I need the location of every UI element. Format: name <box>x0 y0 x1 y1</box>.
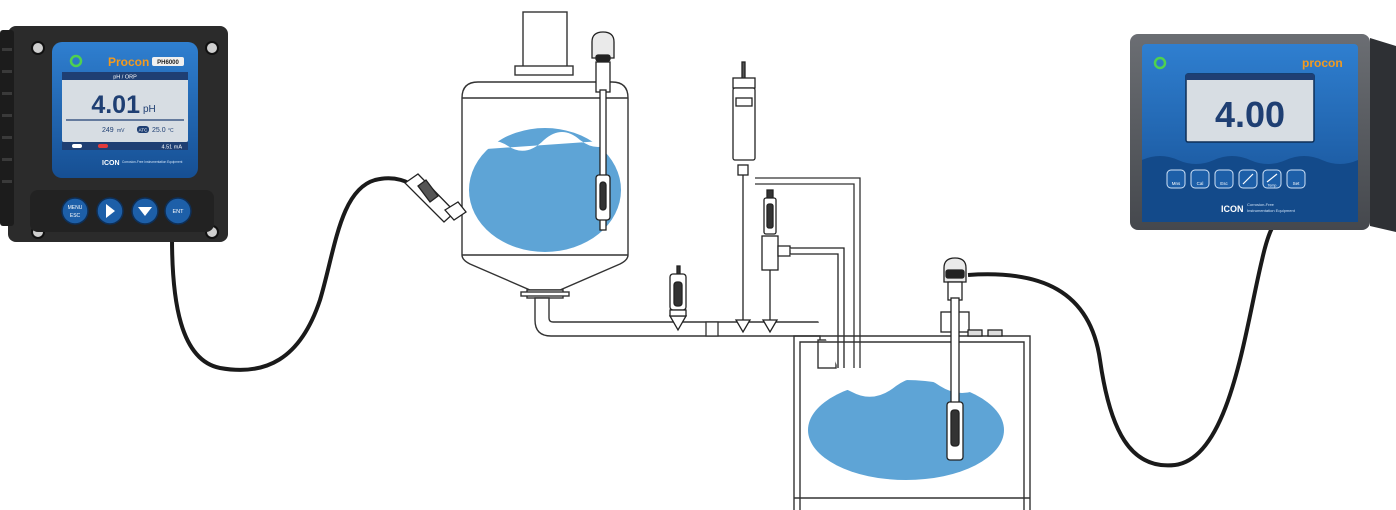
footer-logo: ICON <box>1221 204 1244 214</box>
down-arrow-button[interactable] <box>131 197 159 225</box>
reading-value: 4.01 <box>91 91 140 119</box>
pipe-fitting <box>705 321 719 337</box>
enter-button[interactable]: ENT <box>164 197 192 225</box>
temp-value: 25.0 <box>152 127 166 134</box>
toggle-button[interactable] <box>1238 169 1258 189</box>
model-badge-text: PH6000 <box>157 60 179 66</box>
sample-tubing <box>755 177 861 368</box>
slash-icon <box>1266 173 1278 183</box>
vessel-liquid <box>469 128 621 252</box>
right-meter: procon 4.00 Mns Cal Esc Temp <box>1130 34 1396 232</box>
esc-label: ESC <box>70 213 81 219</box>
reading-unit: pH <box>143 104 156 115</box>
temp-label: Temp <box>1268 184 1277 188</box>
footer-logo: ICON <box>102 160 120 167</box>
enter-label: ENT <box>173 209 185 215</box>
screw-icon <box>31 41 45 55</box>
cal-label: Cal <box>1197 181 1204 186</box>
cal-button[interactable]: Cal <box>1190 169 1210 189</box>
footer-tagline-1: Corrosion-Free <box>1247 202 1275 207</box>
set-button[interactable]: Set <box>1286 169 1306 189</box>
vessel-side-sensor <box>403 173 467 223</box>
tank-ph-sensor <box>940 257 1003 461</box>
menu-label: Mns <box>1172 181 1181 186</box>
process-vessel <box>461 11 629 299</box>
relay1-indicator <box>72 144 82 148</box>
right-arrow-button[interactable] <box>96 197 124 225</box>
set-label: Set <box>1293 181 1301 186</box>
slash-icon <box>1242 173 1254 185</box>
dosing-assembly <box>732 61 756 334</box>
menu-label: MENU <box>68 205 83 211</box>
model-badge <box>152 57 184 66</box>
reading-value: 4.00 <box>1215 94 1285 135</box>
menu-esc-button[interactable]: MENU ESC <box>61 197 89 225</box>
right-arrow-icon <box>106 204 115 218</box>
temp-unit: °C <box>168 128 174 134</box>
mv-value: 249 <box>102 127 114 134</box>
tank-liquid <box>808 380 1004 480</box>
footer-tagline: Corrosion-Free Instrumentation Equipment <box>122 160 183 164</box>
left-cable <box>170 176 417 372</box>
mv-unit: mV <box>117 128 125 134</box>
menu-button[interactable]: Mns <box>1166 169 1186 189</box>
temp-button[interactable]: Temp <box>1262 169 1282 189</box>
brand-logo: Procon <box>108 55 149 69</box>
screw-icon <box>205 41 219 55</box>
mode-label: pH / ORP <box>113 75 137 81</box>
relay2-indicator <box>98 144 108 148</box>
footer-tagline-2: Instrumentation Equipment <box>1247 208 1296 213</box>
atc-label: ATC <box>139 128 148 133</box>
brand-logo: procon <box>1302 56 1343 70</box>
left-meter: Procon PH6000 pH / ORP 4.01 pH 249 mV AT… <box>0 26 228 242</box>
current-output: 4.51 mA <box>162 145 183 151</box>
right-cable <box>967 227 1274 468</box>
lcd-screen <box>62 72 188 142</box>
down-arrow-icon <box>138 207 152 216</box>
flow-cell-sensor <box>761 189 845 368</box>
brand-ring-icon <box>1153 56 1167 70</box>
inline-ph-sensor <box>668 265 688 332</box>
esc-button[interactable]: Esc <box>1214 169 1234 189</box>
brand-ring-icon <box>69 54 83 68</box>
esc-label: Esc <box>1220 181 1228 186</box>
vessel-ph-sensor <box>591 31 615 231</box>
